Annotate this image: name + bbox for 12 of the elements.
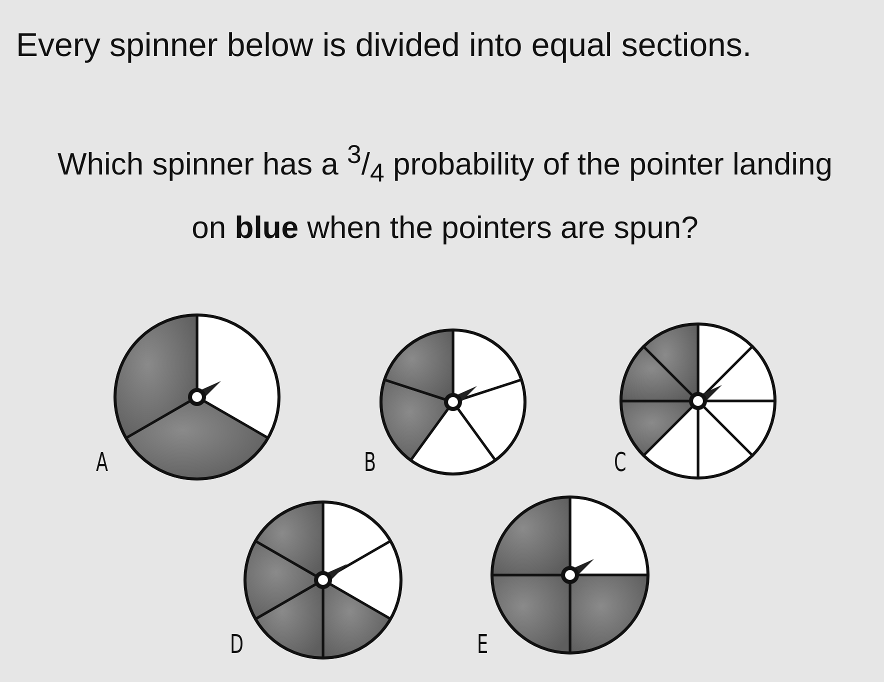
- spinner-letter: B: [364, 448, 376, 478]
- heading: Every spinner below is divided into equal sections.: [16, 26, 752, 64]
- spinner-letter: C: [614, 448, 626, 478]
- spinner: [617, 320, 779, 482]
- spinner: [377, 326, 529, 478]
- question-text: Which spinner has a $^{3}$/$_{4}$ probability of the pointer landing on blue when the pointers are spun?: [56, 140, 834, 247]
- spinner: [488, 493, 652, 657]
- spinner-letter: A: [96, 448, 108, 478]
- spinner-letter: D: [230, 630, 244, 660]
- spinner-letter: E: [477, 630, 488, 660]
- spinner: [241, 498, 405, 662]
- spinner: [111, 311, 283, 483]
